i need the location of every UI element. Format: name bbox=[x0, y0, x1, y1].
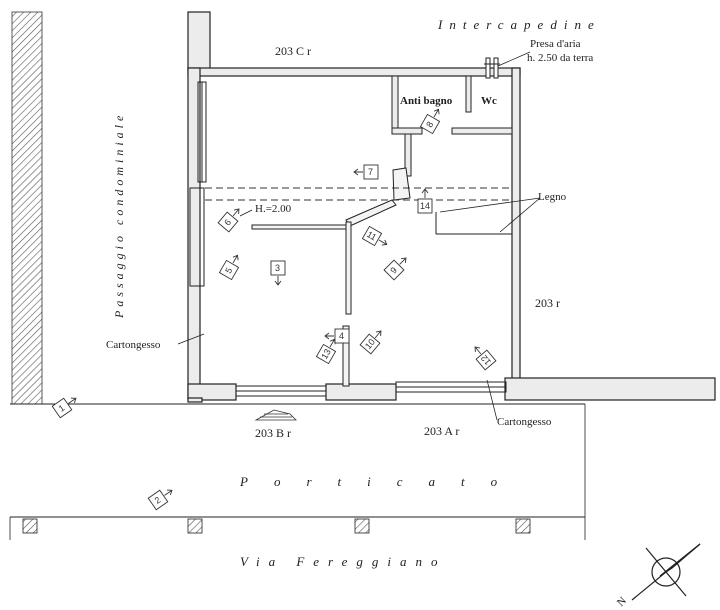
room-203-c-label: 203 C r bbox=[275, 44, 311, 58]
photo-marker-1-number: 1 bbox=[57, 403, 67, 414]
cartongesso-left-label: Cartongesso bbox=[106, 339, 161, 351]
air-intake-label-1: Presa d'aria bbox=[530, 38, 581, 50]
left-boundary-wall bbox=[11, 11, 43, 405]
wc-label: Wc bbox=[481, 95, 497, 107]
photo-marker-2: 2 bbox=[147, 489, 173, 511]
photo-marker-7-number: 7 bbox=[368, 167, 373, 177]
photo-marker-5-number: 5 bbox=[223, 266, 234, 275]
photo-marker-7: 7 bbox=[353, 164, 379, 180]
photo-marker-5: 5 bbox=[218, 254, 240, 281]
photo-marker-14-number: 14 bbox=[420, 201, 430, 211]
photo-marker-1: 1 bbox=[51, 397, 77, 419]
room-203-b-label: 203 B r bbox=[255, 426, 291, 440]
room-203-label: 203 r bbox=[535, 296, 560, 310]
photo-marker-14: 14 bbox=[417, 188, 433, 214]
bathroom-walls bbox=[391, 75, 513, 177]
overhead-beam-lines bbox=[205, 187, 512, 201]
via-fereggiano-label: Via Fereggiano bbox=[240, 554, 447, 569]
photo-marker-6-number: 6 bbox=[222, 217, 233, 227]
photo-marker-4-number: 4 bbox=[339, 331, 344, 341]
air-intake bbox=[484, 57, 500, 79]
photo-marker-12: 12 bbox=[474, 346, 497, 371]
photo-marker-2-number: 2 bbox=[153, 495, 163, 506]
photo-marker-13-number: 13 bbox=[319, 347, 333, 361]
air-intake-label-2: h. 2.50 da terra bbox=[527, 52, 594, 64]
photo-marker-11-number: 11 bbox=[365, 229, 378, 242]
porticato-label: Porticato bbox=[240, 474, 524, 489]
photo-marker-6: 6 bbox=[217, 208, 240, 233]
wood-element bbox=[435, 212, 512, 235]
height-note-label: H.=2.00 bbox=[255, 203, 292, 215]
portico-columns bbox=[22, 518, 531, 534]
cartongesso-right-label: Cartongesso bbox=[497, 416, 552, 428]
photo-marker-11: 11 bbox=[361, 225, 388, 247]
photo-marker-10: 10 bbox=[359, 330, 382, 355]
interior-partitions bbox=[251, 167, 411, 387]
photo-marker-8-number: 8 bbox=[424, 120, 435, 129]
legno-label: Legno bbox=[538, 191, 567, 203]
photo-markers: 1 2 3 4 5 6 bbox=[51, 108, 497, 511]
photo-marker-10-number: 10 bbox=[363, 337, 377, 351]
stamp-icon bbox=[254, 409, 297, 421]
anti-bagno-label: Anti bagno bbox=[400, 95, 453, 107]
leader-lines bbox=[177, 51, 541, 421]
photo-marker-8: 8 bbox=[419, 108, 441, 135]
north-arrow-icon bbox=[631, 543, 701, 601]
photo-marker-4: 4 bbox=[324, 328, 350, 344]
photo-marker-9: 9 bbox=[383, 257, 407, 281]
photo-marker-9-number: 9 bbox=[388, 265, 399, 276]
street bbox=[9, 403, 586, 540]
room-203-a-label: 203 A r bbox=[424, 424, 460, 438]
photo-marker-3: 3 bbox=[270, 260, 286, 286]
photo-marker-13: 13 bbox=[315, 338, 337, 365]
photo-marker-12-number: 12 bbox=[479, 353, 493, 367]
left-windows bbox=[189, 81, 207, 287]
front-windows bbox=[235, 381, 507, 397]
passaggio-condominiale-label: Passaggio condominiale bbox=[112, 111, 126, 318]
photo-marker-3-number: 3 bbox=[275, 263, 280, 273]
intercapedine-label: Intercapedine bbox=[438, 17, 601, 32]
exterior-walls bbox=[187, 11, 716, 403]
